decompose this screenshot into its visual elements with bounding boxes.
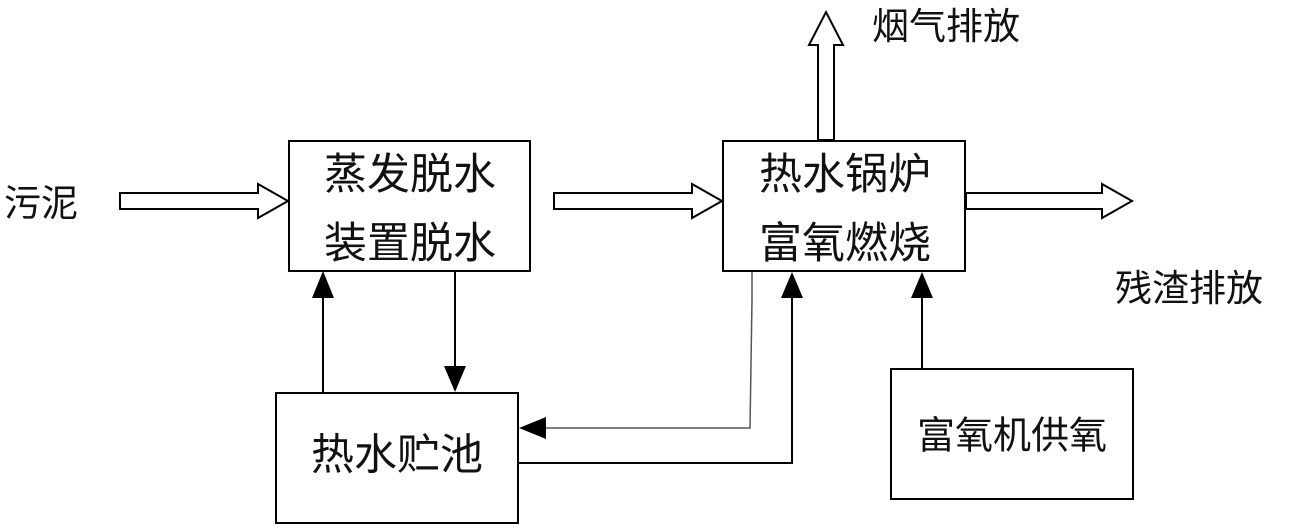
- evaporator-to-boiler-arrow: [553, 182, 725, 220]
- evaporation-box-line-2: 装置脱水: [324, 219, 496, 269]
- sludge-label: 污泥: [4, 182, 78, 225]
- oxygen-to-boiler-arrowhead: [911, 272, 933, 298]
- flue-gas-output-arrow: [807, 9, 845, 141]
- hot-water-boiler-box: [722, 140, 966, 272]
- hot-water-tank-label: 热水贮池: [311, 431, 483, 481]
- evaporator-to-tank-arrowhead: [444, 366, 466, 392]
- oxygen-supply-label: 富氧机供氧: [917, 414, 1107, 458]
- tank-to-evaporator-arrowhead: [312, 271, 334, 298]
- tank-to-boiler-supply-line: [519, 298, 793, 464]
- evaporation-dewatering-box: [288, 140, 531, 272]
- residue-output-arrow: [965, 182, 1135, 220]
- tank-to-boiler-arrowhead: [781, 272, 803, 298]
- boiler-box-line-1: 热水锅炉: [759, 150, 931, 200]
- boiler-to-tank-arrowhead: [519, 417, 546, 439]
- residue-label: 残渣排放: [1115, 267, 1263, 310]
- flue-gas-label: 烟气排放: [872, 5, 1020, 48]
- sludge-input-arrow: [119, 182, 291, 220]
- oxygen-supply-box: [890, 368, 1134, 500]
- hot-water-tank-box: [275, 392, 519, 524]
- evaporation-box-line-1: 蒸发脱水: [324, 150, 496, 200]
- boiler-to-tank-return-line: [546, 272, 753, 429]
- boiler-box-line-2: 富氧燃烧: [759, 219, 931, 269]
